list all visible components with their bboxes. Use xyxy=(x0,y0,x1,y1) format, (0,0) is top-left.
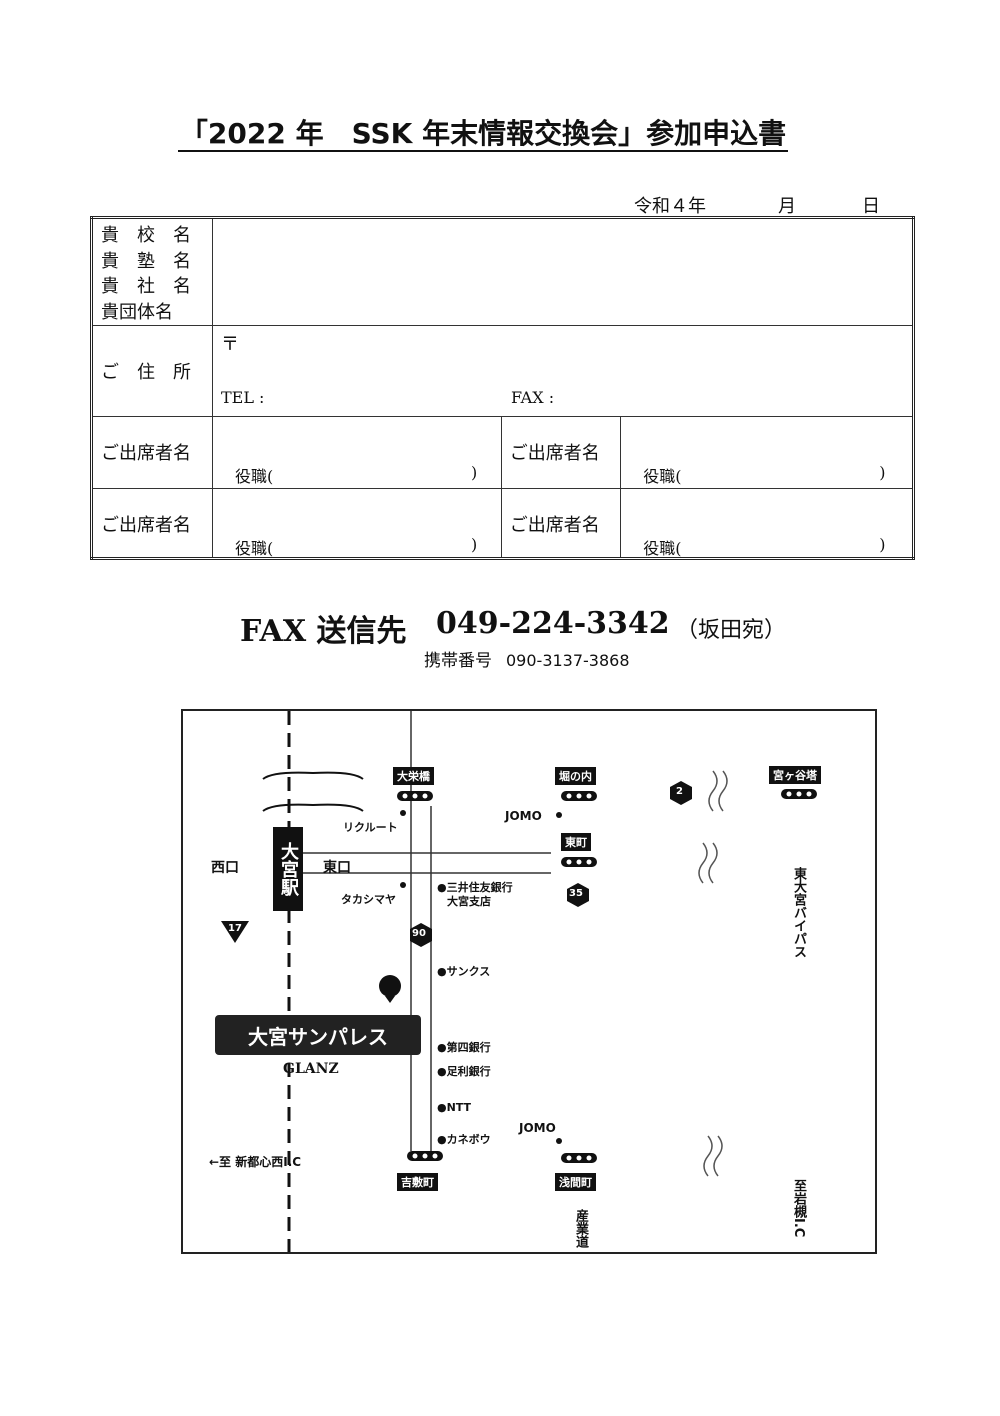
access-map: 大宮駅 西口 東口 大栄橋 堀の内 宮ヶ谷塔 東町 吉敷町 浅間町 リクルート … xyxy=(181,709,877,1254)
landmark-ntt: ●NTT xyxy=(437,1101,472,1114)
signal-horinouchi: 堀の内 xyxy=(555,767,596,785)
to-iwatsuki: 至岩槻I.C xyxy=(791,1179,806,1238)
route-17: 17 xyxy=(228,923,242,934)
attendee-field-3[interactable]: 役職( ) xyxy=(211,488,502,559)
mobile-line: 携帯番号 090-3137-3868 xyxy=(424,646,630,671)
sangyo-road: 産業道 xyxy=(573,1209,588,1248)
address-label-cell: ご 住 所 xyxy=(91,325,213,417)
postal-mark: 〒 xyxy=(220,334,239,355)
attendee-field-2[interactable]: 役職( ) xyxy=(620,416,914,489)
attendee-label-cell-3: ご出席者名 xyxy=(91,488,213,559)
fax-attention: （坂田宛） xyxy=(676,618,787,643)
to-shintoshin: ←至 新都心西I.C xyxy=(209,1155,302,1169)
address-label: ご 住 所 xyxy=(101,362,191,383)
position-close: ) xyxy=(879,535,886,554)
org-name-labels: 貴 校 名 貴 塾 名 貴 社 名 貴団体名 xyxy=(93,219,212,325)
date-day: 日 xyxy=(862,196,880,217)
position-open: 役職( xyxy=(643,467,682,486)
position-open: 役職( xyxy=(234,467,274,486)
signal-kishikicho: 吉敷町 xyxy=(397,1173,438,1191)
fax-to-label: FAX 送信先 xyxy=(240,614,407,649)
landmark-mitsui-bank: ●三井住友銀行 xyxy=(437,881,513,894)
org-label-juku: 貴 塾 名 xyxy=(101,250,191,272)
landmark-ashikaga-bank: ●足利銀行 xyxy=(437,1065,491,1078)
west-exit: 西口 xyxy=(211,860,239,876)
landmark-sanks: ●サンクス xyxy=(437,965,491,978)
venue-marker xyxy=(379,975,401,997)
signal-daieibashi: 大栄橋 xyxy=(393,767,434,785)
org-label-company: 貴 社 名 xyxy=(101,276,191,297)
venue-sub: GLANZ xyxy=(283,1061,339,1077)
attendee-label-cell-2: ご出席者名 xyxy=(500,416,622,489)
attendee-label: ご出席者名 xyxy=(101,515,191,536)
landmark-jomo-1: JOMO xyxy=(505,809,542,823)
attendee-label: ご出席者名 xyxy=(509,443,600,464)
signal-miyagayato: 宮ヶ谷塔 xyxy=(769,766,821,784)
route-2: 2 xyxy=(676,786,683,797)
landmark-takashimaya: タカシマヤ xyxy=(341,893,396,906)
station-sign: 大宮駅 xyxy=(273,827,303,911)
landmark-jomo-2: JOMO xyxy=(519,1121,556,1135)
route-90: 90 xyxy=(412,928,426,939)
position-open: 役職( xyxy=(643,539,682,558)
bypass-label: 東大宮バイパス xyxy=(791,867,806,958)
form-title: 「2022 年 SSK 年末情報交換会」参加申込書 xyxy=(179,117,787,150)
position-close: ) xyxy=(470,463,478,482)
date-month: 月 xyxy=(778,196,796,217)
mobile-label: 携帯番号 xyxy=(424,651,492,671)
application-form: 貴 校 名 貴 塾 名 貴 社 名 貴団体名 ご 住 所 〒 TEL : FAX… xyxy=(90,216,915,560)
position-close: ) xyxy=(879,463,886,482)
east-exit: 東口 xyxy=(323,860,351,876)
fax-label: FAX : xyxy=(510,388,555,407)
address-field[interactable]: 〒 TEL : FAX : xyxy=(211,325,915,417)
date-era: 令和４年 xyxy=(634,196,706,217)
landmark-kanebo: ●カネボウ xyxy=(437,1133,491,1146)
position-open: 役職( xyxy=(234,539,274,558)
landmark-daishi-bank: ●第四銀行 xyxy=(437,1041,491,1054)
route-35: 35 xyxy=(569,888,583,899)
map-roads xyxy=(221,711,817,1252)
position-close: ) xyxy=(470,535,478,554)
venue-sign: 大宮サンパレス xyxy=(215,1015,421,1055)
attendee-label: ご出席者名 xyxy=(509,515,600,536)
attendee-field-1[interactable]: 役職( ) xyxy=(211,416,502,489)
attendee-label-cell-1: ご出席者名 xyxy=(91,416,213,489)
org-label-group: 貴団体名 xyxy=(101,301,173,323)
signal-sengencho: 浅間町 xyxy=(555,1173,596,1191)
attendee-label: ご出席者名 xyxy=(101,443,191,464)
landmark-mitsui-branch: 大宮支店 xyxy=(447,895,491,908)
landmark-recruit: リクルート xyxy=(343,821,398,834)
org-label-school: 貴 校 名 xyxy=(101,225,191,246)
tel-label: TEL : xyxy=(220,388,265,407)
org-name-field[interactable] xyxy=(211,217,915,326)
mobile-number: 090-3137-3868 xyxy=(506,651,630,670)
signal-higashicho: 東町 xyxy=(561,833,591,851)
title-underline xyxy=(178,150,788,152)
org-name-label-cell: 貴 校 名 貴 塾 名 貴 社 名 貴団体名 xyxy=(91,217,213,326)
fax-number: 049-224-3342 xyxy=(436,606,670,641)
attendee-label-cell-4: ご出席者名 xyxy=(500,488,622,559)
attendee-field-4[interactable]: 役職( ) xyxy=(620,488,914,559)
